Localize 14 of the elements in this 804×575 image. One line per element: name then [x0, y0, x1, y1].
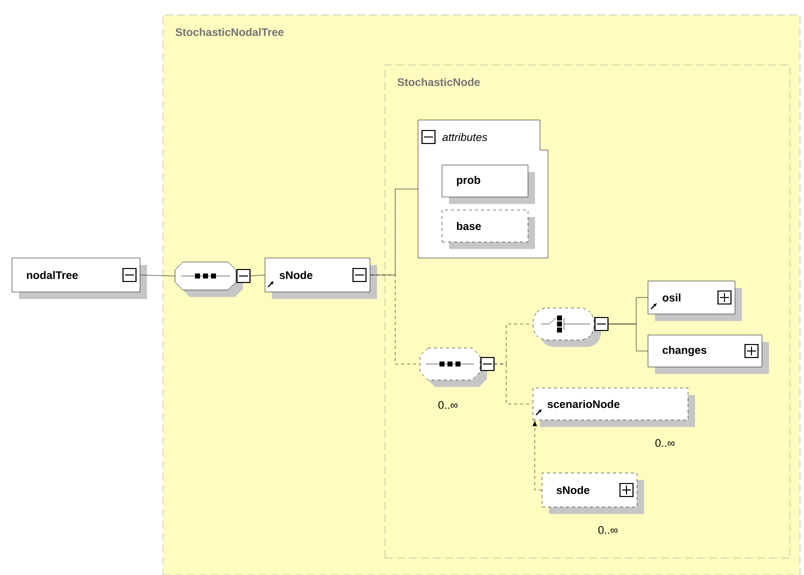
connector: [250, 274, 265, 276]
connector: [532, 420, 542, 490]
connector: [140, 274, 175, 276]
element-box: base: [442, 210, 535, 249]
connector: [608, 324, 648, 352]
occurrence-label: 0..∞: [438, 401, 458, 409]
element-box: nodalTree: [12, 258, 147, 299]
occurrence-label: 0..∞: [655, 439, 675, 447]
connector: [370, 188, 418, 276]
occurrence-label: 0..∞: [598, 526, 618, 534]
connector: [494, 364, 533, 404]
element-box: scenarioNode: [532, 388, 695, 427]
connector: [370, 274, 420, 364]
element-box: prob: [442, 164, 535, 204]
